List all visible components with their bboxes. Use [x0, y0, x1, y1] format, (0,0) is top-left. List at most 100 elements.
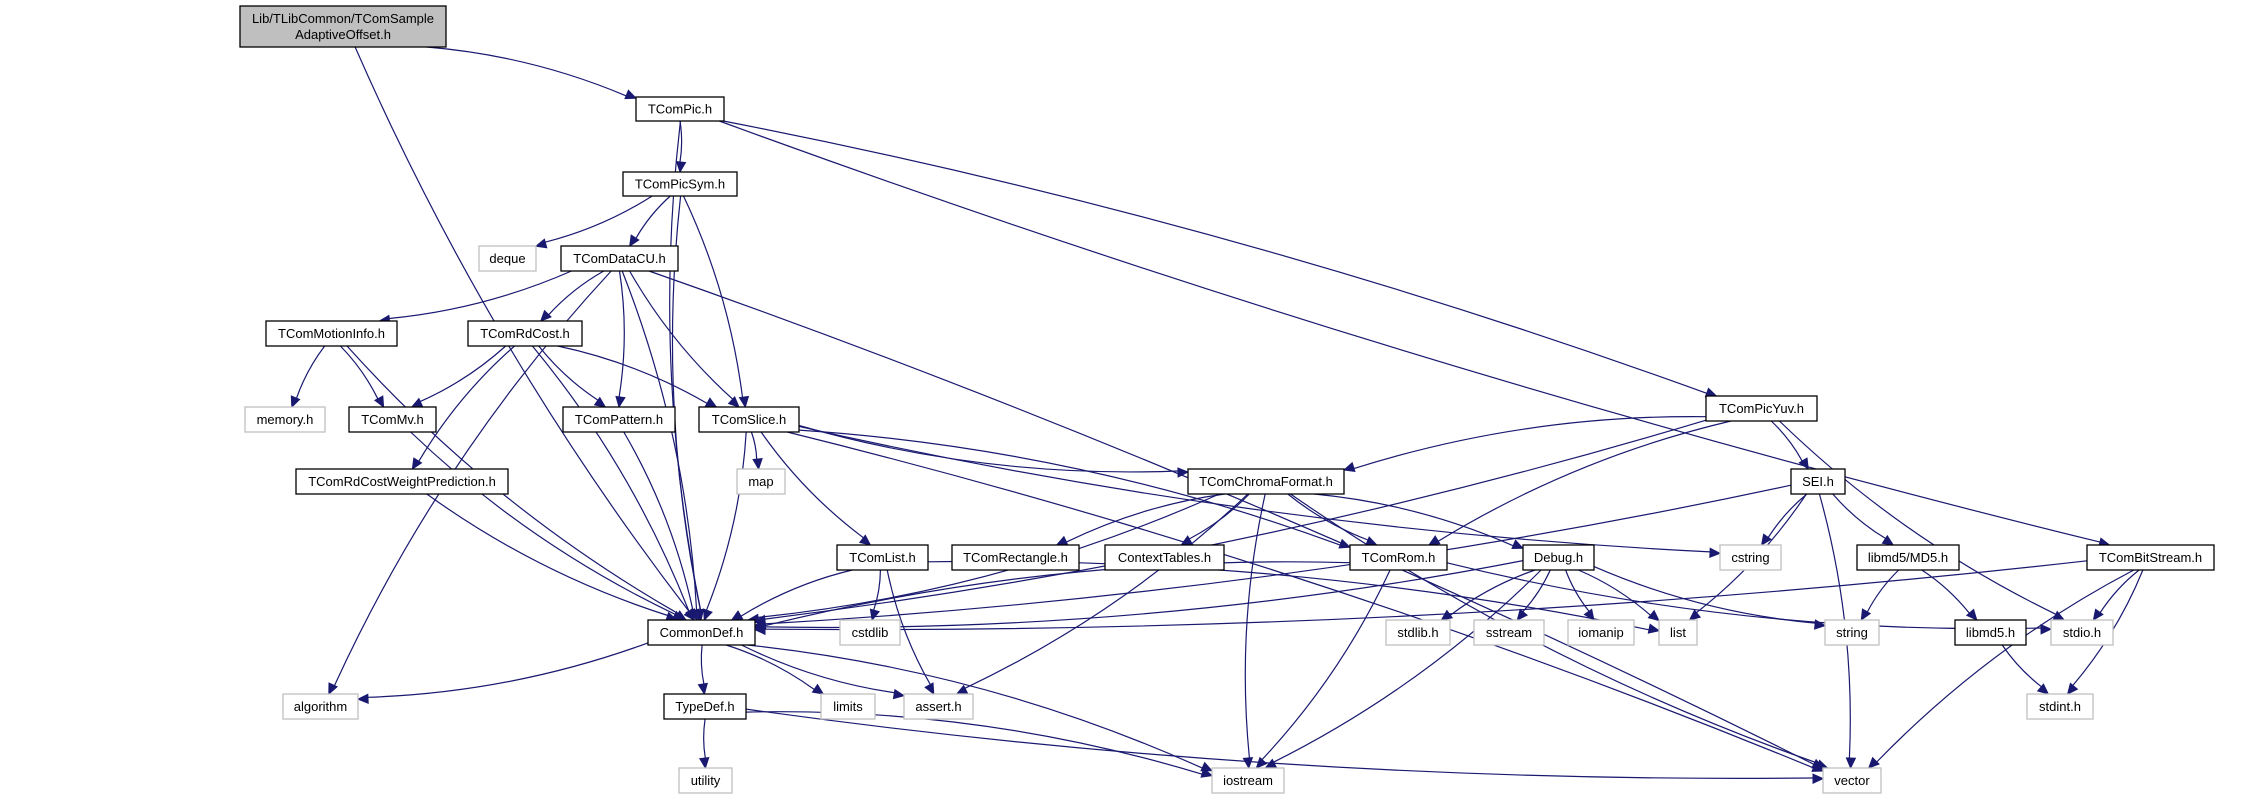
edge-Debug-to-iomanip — [1565, 569, 1590, 612]
edge-TComSlice-to-cstring — [798, 425, 1711, 553]
node-label: TComMotionInfo.h — [278, 326, 385, 341]
node-box — [348, 406, 437, 433]
graph-node-contexttables[interactable]: ContextTables.h — [1104, 544, 1225, 571]
node-box — [1104, 544, 1225, 571]
edge-Debug-to-iostream — [1273, 569, 1542, 763]
arrowhead-icon — [811, 683, 825, 695]
root-node[interactable]: Lib/TLibCommon/TComSampleAdaptiveOffset.… — [239, 5, 447, 48]
arrowhead-icon — [704, 397, 718, 408]
graph-node-tcomrdcost[interactable]: TComRdCost.h — [467, 320, 583, 347]
node-label: libmd5.h — [1966, 625, 2015, 640]
edge-TComRdCostWeightPrediction-to-CommonDef — [426, 493, 668, 617]
edge-TComDataCU-to-vector — [648, 270, 1815, 765]
node-box — [265, 320, 398, 347]
arrowhead-icon — [2092, 608, 2104, 621]
node-box — [663, 693, 747, 720]
edge-TComChromaFormat-to-Debug — [1314, 493, 1514, 547]
graph-node-tcomrom[interactable]: TComRom.h — [1349, 544, 1448, 571]
arrowhead-icon — [697, 682, 708, 696]
node-label: stdlib.h — [1397, 625, 1438, 640]
graph-node-libmd5md5[interactable]: libmd5/MD5.h — [1856, 544, 1960, 571]
edge-TComSlice-to-TComList — [760, 431, 864, 539]
edge-root-to-TComPic — [426, 46, 627, 97]
edge-TComRdCost-to-TComPattern — [538, 345, 599, 401]
graph-node-string: string — [1824, 619, 1880, 646]
node-label: vector — [1834, 773, 1870, 788]
edge-TComRdCost-to-TComMv — [419, 345, 507, 403]
graph-node-tcomchromaformat[interactable]: TComChromaFormat.h — [1187, 468, 1345, 495]
node-label: deque — [489, 251, 525, 266]
edge-CommonDef-to-algorithm — [367, 642, 649, 698]
graph-node-debug[interactable]: Debug.h — [1522, 544, 1595, 571]
edge-TComChromaFormat-to-vector — [1290, 493, 1819, 765]
graph-node-tcompattern[interactable]: TComPattern.h — [562, 406, 676, 433]
node-box — [1522, 544, 1595, 571]
graph-node-typedef[interactable]: TypeDef.h — [663, 693, 747, 720]
arrowhead-icon — [752, 458, 763, 471]
node-label: TComRectangle.h — [963, 550, 1068, 565]
graph-node-sei[interactable]: SEI.h — [1790, 468, 1846, 495]
node-box — [839, 619, 901, 646]
arrowhead-icon — [1055, 535, 1069, 546]
node-label: TypeDef.h — [675, 699, 734, 714]
node-label: sstream — [1486, 625, 1532, 640]
node-label: Lib/TLibCommon/TComSample — [252, 11, 434, 26]
edge-TComPicSym-to-TComSlice — [682, 195, 744, 398]
node-box — [1824, 619, 1880, 646]
node-label: TComDataCU.h — [573, 251, 665, 266]
edge-SEI-to-CommonDef — [764, 484, 1792, 625]
edge-TComSlice-to-map — [750, 431, 758, 460]
graph-node-commondef[interactable]: CommonDef.h — [647, 619, 756, 646]
graph-node-libmd5[interactable]: libmd5.h — [1954, 619, 2027, 646]
arrowhead-icon — [1647, 609, 1660, 622]
arrowhead-icon — [1583, 608, 1595, 621]
edge-TypeDef-to-utility — [703, 718, 706, 759]
arrowhead-icon — [2066, 682, 2079, 695]
arrowhead-icon — [539, 309, 552, 322]
edge-TComPicYuv-to-stdio — [1778, 420, 2057, 615]
graph-node-tcomrectangle[interactable]: TComRectangle.h — [951, 544, 1080, 571]
edge-TComSlice-to-TComChromaFormat — [798, 424, 1179, 473]
arrowhead-icon — [1180, 535, 1193, 546]
arrowhead-icon — [1709, 547, 1722, 559]
graph-node-tcommotioninfo[interactable]: TComMotionInfo.h — [265, 320, 398, 347]
arrowhead-icon — [730, 610, 744, 621]
graph-node-tcomrdcostweightprediction[interactable]: TComRdCostWeightPrediction.h — [295, 468, 509, 495]
node-box — [647, 619, 756, 646]
edge-libmd5MD5-to-libmd5 — [1921, 569, 1970, 614]
arrowhead-icon — [290, 395, 301, 409]
edge-TComList-to-cstdlib — [873, 569, 881, 611]
arrowhead-icon — [753, 624, 766, 636]
arrowhead-icon — [727, 395, 740, 408]
edge-TComPicSym-to-TComDataCU — [635, 195, 671, 239]
graph-node-tcombitstream[interactable]: TComBitStream.h — [2086, 544, 2215, 571]
edge-CommonDef-to-assert — [741, 644, 895, 694]
edge-TComPattern-to-CommonDef — [623, 431, 694, 611]
node-box — [1567, 619, 1635, 646]
edge-CommonDef-to-iostream — [747, 644, 1203, 769]
arrowhead-icon — [924, 682, 935, 696]
graph-node-tcomslice[interactable]: TComSlice.h — [698, 406, 800, 433]
arrowhead-icon — [869, 608, 880, 622]
arrowhead-icon — [1860, 608, 1872, 622]
graph-node-tcompicyuv[interactable]: TComPicYuv.h — [1705, 395, 1818, 422]
graph-node-iostream: iostream — [1211, 767, 1285, 794]
node-label: TComSlice.h — [712, 412, 786, 427]
graph-node-tcompic[interactable]: TComPic.h — [635, 96, 725, 122]
arrowhead-icon — [1647, 623, 1661, 634]
edge-TComList-to-CommonDef — [740, 569, 853, 617]
arrowhead-icon — [534, 238, 548, 249]
node-box — [2086, 544, 2215, 571]
node-box — [635, 96, 725, 122]
arrowhead-icon — [1427, 535, 1441, 546]
graph-node-tcomdatacu[interactable]: TComDataCU.h — [560, 245, 679, 272]
arrowhead-icon — [328, 682, 339, 696]
graph-node-tcomlist[interactable]: TComList.h — [836, 544, 929, 571]
graph-node-tcompicsym[interactable]: TComPicSym.h — [622, 171, 738, 197]
arrowhead-icon — [615, 395, 626, 409]
graph-node-limits: limits — [820, 693, 876, 720]
edge-TypeDef-to-iostream — [745, 711, 1203, 775]
arrowhead-icon — [593, 396, 607, 408]
graph-node-tcommv[interactable]: TComMv.h — [348, 406, 437, 433]
arrowhead-icon — [1516, 608, 1529, 621]
